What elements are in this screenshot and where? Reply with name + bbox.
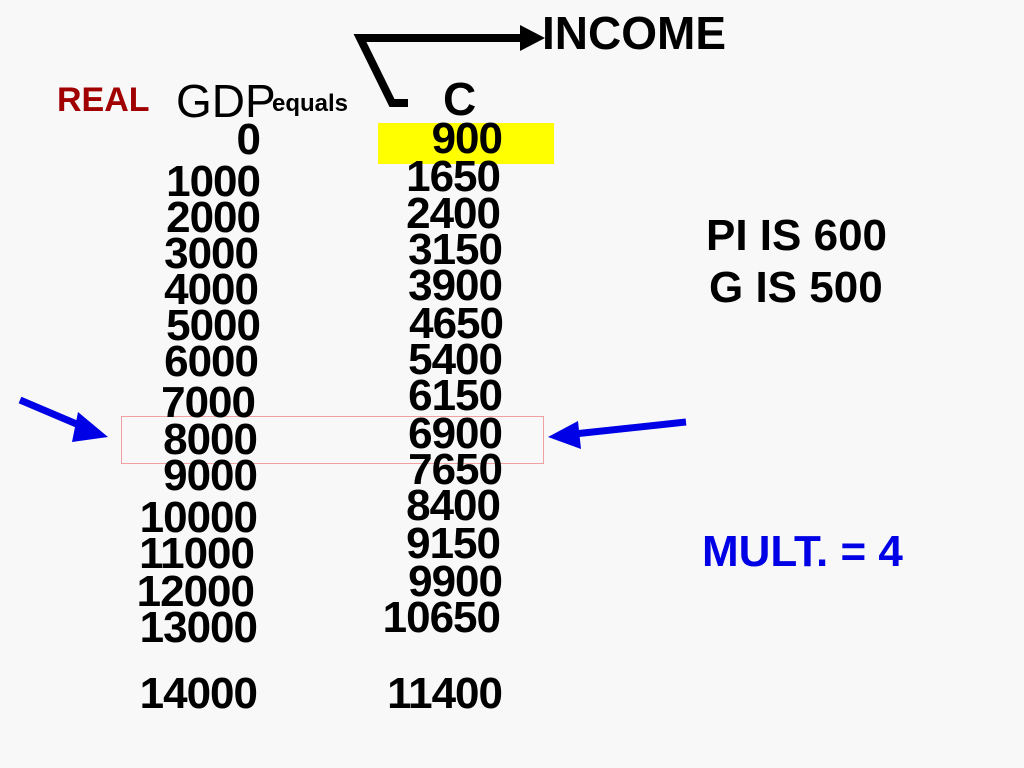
gdp-value: 12000 [136, 567, 255, 616]
c-value: 8400 [406, 481, 501, 530]
gdp-value: 9000 [163, 451, 258, 500]
gdp-value: 5000 [166, 301, 261, 350]
gdp-value: 0 [236, 115, 262, 164]
c-value: 1650 [406, 152, 501, 201]
equals-label: equals [272, 90, 349, 117]
multiplier-note: MULT. = 4 [702, 527, 903, 576]
gdp-value: 4000 [164, 265, 259, 314]
pi-note: PI IS 600 [706, 211, 888, 260]
c-value: 6150 [408, 371, 503, 420]
gdp-value: 2000 [166, 193, 261, 242]
gdp-value: 1000 [166, 157, 261, 206]
gdp-value: 10000 [139, 493, 258, 542]
c-value: 5400 [408, 335, 503, 384]
gdp-value: 8000 [163, 415, 258, 464]
c-value: 2400 [406, 189, 501, 238]
c-value: 6900 [408, 409, 503, 458]
c-value: 11400 [387, 669, 503, 718]
c-value: 4650 [409, 299, 504, 348]
c-value: 3900 [408, 261, 503, 310]
g-note: G IS 500 [709, 263, 883, 312]
c-value: 3150 [408, 225, 503, 274]
gdp-value: 14000 [139, 669, 258, 718]
real-label: REAL [57, 81, 150, 119]
highlight-box [378, 123, 554, 164]
c-value: 7650 [408, 445, 503, 494]
c-value: 10650 [382, 593, 501, 642]
c-value: 9150 [406, 519, 501, 568]
income-label: INCOME [542, 7, 726, 59]
bent-arrow-icon [353, 25, 545, 107]
gdp-value: 13000 [139, 603, 258, 652]
left-pointing-arrow-icon [548, 418, 687, 449]
gdp-label: GDP [176, 75, 276, 127]
gdp-value: 7000 [161, 378, 256, 427]
c-value: 9900 [408, 557, 503, 606]
c-value: 900 [431, 114, 503, 163]
c-label: C [443, 73, 477, 125]
gdp-value: 3000 [164, 229, 259, 278]
right-pointing-arrow-icon [18, 396, 108, 442]
gdp-value: 11000 [139, 529, 255, 578]
equilibrium-row-box [121, 416, 544, 464]
gdp-value: 6000 [164, 337, 259, 386]
